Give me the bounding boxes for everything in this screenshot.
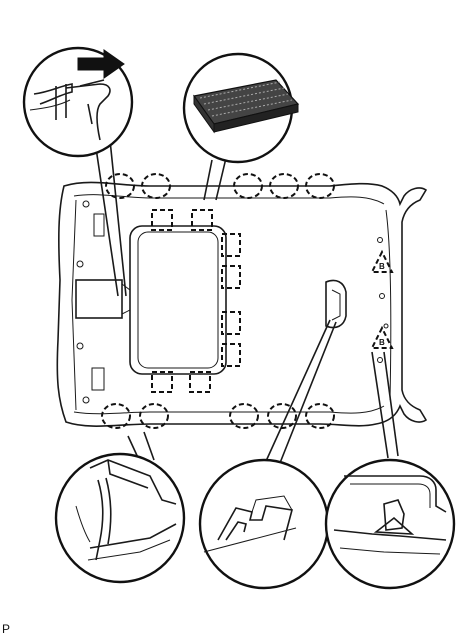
leader-lines xyxy=(95,139,399,471)
headliner-panel xyxy=(56,181,428,427)
detail-grip-clip xyxy=(198,458,330,590)
removal-arrow-icon xyxy=(77,49,125,79)
clip-b-label-lower: B xyxy=(379,338,385,347)
clip-markers-top xyxy=(105,173,335,199)
clip-b-label-upper: B xyxy=(379,262,385,271)
detail-lower-clip xyxy=(54,452,186,584)
corner-mark: P xyxy=(2,622,11,636)
clip-b-markers: B B xyxy=(370,249,394,349)
detail-clip-b xyxy=(324,458,456,590)
clip-markers-bottom xyxy=(101,403,335,429)
sunroof-fastener-markers xyxy=(151,209,241,393)
detail-fastener-tape xyxy=(182,52,300,164)
detail-clip-removal xyxy=(22,46,134,158)
